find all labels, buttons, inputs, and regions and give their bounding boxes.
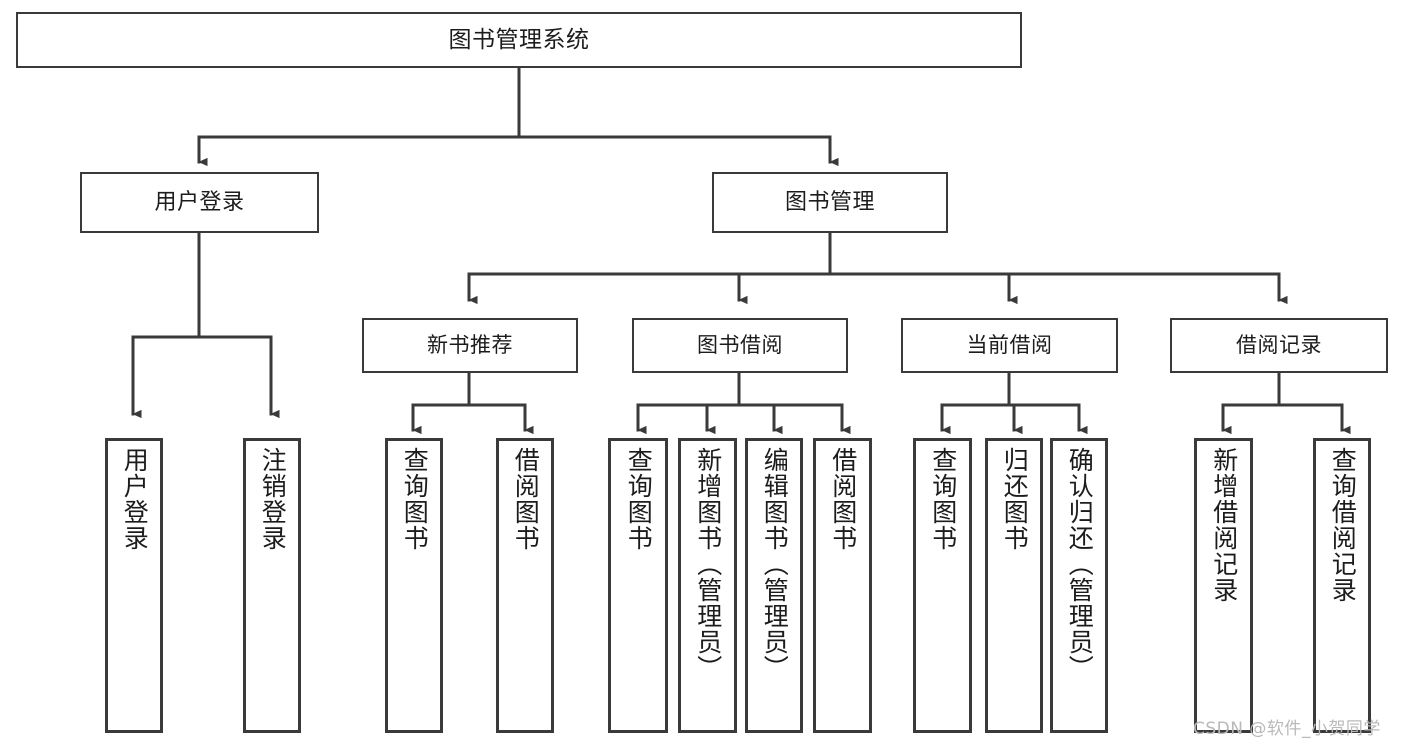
leaf-borrow-edit-book-admin[interactable]: 编辑图书（管理员） — [745, 438, 803, 733]
node-user-login[interactable]: 用户登录 — [80, 172, 319, 233]
leaf-user-login-logout[interactable]: 注销登录 — [243, 438, 301, 733]
leaf-borrow-query-book[interactable]: 查询图书 — [608, 438, 668, 733]
leaf-label: 新增借阅记录 — [1209, 447, 1239, 603]
leaf-label: 新增图书（管理员） — [693, 447, 723, 681]
node-borrow-record[interactable]: 借阅记录 — [1170, 318, 1388, 373]
leaf-label: 查询图书 — [928, 447, 958, 551]
leaf-label: 编辑图书（管理员） — [760, 447, 790, 681]
leaf-label: 借阅图书 — [828, 447, 858, 551]
leaf-user-login-login[interactable]: 用户登录 — [105, 438, 163, 733]
node-label: 新书推荐 — [427, 333, 513, 357]
node-label: 用户登录 — [154, 189, 245, 215]
leaf-label: 确认归还（管理员） — [1065, 447, 1095, 681]
node-new-book-recommend[interactable]: 新书推荐 — [362, 318, 578, 373]
leaf-borrow-add-book-admin[interactable]: 新增图书（管理员） — [678, 438, 737, 733]
node-label: 图书管理系统 — [448, 26, 590, 53]
leaf-label: 查询借阅记录 — [1328, 447, 1358, 603]
node-label: 图书借阅 — [697, 333, 783, 357]
leaf-recommend-borrow-book[interactable]: 借阅图书 — [496, 438, 554, 733]
node-label: 图书管理 — [784, 189, 875, 215]
leaf-borrow-borrow-book[interactable]: 借阅图书 — [813, 438, 872, 733]
node-label: 借阅记录 — [1236, 333, 1322, 357]
leaf-current-confirm-return-admin[interactable]: 确认归还（管理员） — [1050, 438, 1108, 733]
leaf-label: 注销登录 — [258, 447, 288, 551]
node-label: 当前借阅 — [966, 333, 1053, 357]
leaf-label: 用户登录 — [120, 447, 150, 551]
leaf-record-add-record[interactable]: 新增借阅记录 — [1194, 438, 1253, 733]
leaf-record-query-record[interactable]: 查询借阅记录 — [1313, 438, 1371, 733]
node-root-system[interactable]: 图书管理系统 — [16, 12, 1022, 68]
node-book-borrow[interactable]: 图书借阅 — [632, 318, 848, 373]
leaf-current-return-book[interactable]: 归还图书 — [985, 438, 1043, 733]
csdn-watermark: CSDN @软件_小贺同学 — [1193, 719, 1381, 739]
leaf-current-query-book[interactable]: 查询图书 — [913, 438, 972, 733]
leaf-recommend-query-book[interactable]: 查询图书 — [385, 438, 443, 733]
leaf-label: 查询图书 — [400, 447, 430, 551]
node-book-management[interactable]: 图书管理 — [712, 172, 948, 233]
node-current-borrow[interactable]: 当前借阅 — [901, 318, 1118, 373]
leaf-label: 查询图书 — [624, 447, 654, 551]
leaf-label: 借阅图书 — [511, 447, 541, 551]
leaf-label: 归还图书 — [1000, 447, 1030, 551]
